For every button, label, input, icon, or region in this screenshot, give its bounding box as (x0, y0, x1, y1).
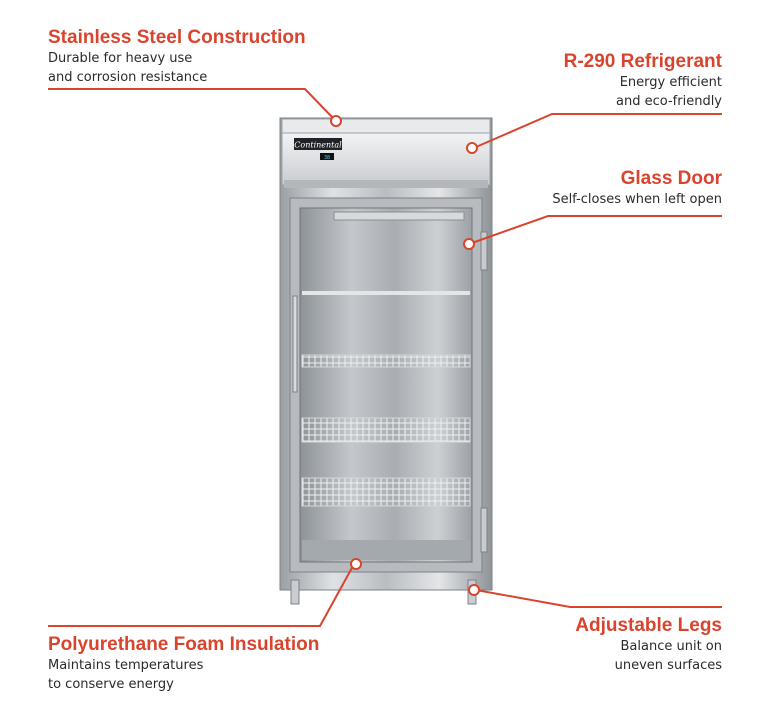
callout-title: Polyurethane Foam Insulation (48, 634, 320, 655)
wire-shelf (301, 417, 471, 443)
callout-refrigerant: R-290 Refrigerant Energy efficient and e… (564, 51, 722, 111)
door-hinge (480, 231, 488, 271)
callout-desc: to conserve energy (48, 677, 174, 692)
marker-steel (330, 115, 342, 127)
callout-lines (48, 88, 722, 627)
marker-legs (468, 584, 480, 596)
callout-foam-insulation: Polyurethane Foam Insulation Maintains t… (48, 634, 319, 694)
callout-title: Glass Door (620, 168, 722, 189)
callout-adjustable-legs: Adjustable Legs Balance unit on uneven s… (575, 615, 722, 675)
wire-shelf (302, 291, 470, 295)
brand-label: Continental (294, 141, 342, 150)
callout-glass-door: Glass Door Self-closes when left open (552, 168, 722, 209)
callout-desc: and corrosion resistance (48, 70, 208, 85)
marker-foam (350, 558, 362, 570)
wire-shelf (301, 477, 471, 507)
wire-shelf (301, 354, 471, 368)
door-handle (292, 295, 298, 393)
callout-title: R-290 Refrigerant (563, 51, 722, 72)
callout-desc: Maintains temperatures (48, 658, 204, 673)
callout-desc: Durable for heavy use (48, 51, 193, 66)
callout-desc: Balance unit on (620, 639, 723, 654)
door-hinge (480, 507, 488, 553)
callout-title: Stainless Steel Construction (48, 27, 306, 48)
callout-desc: Energy efficient (619, 75, 722, 90)
callout-steel-construction: Stainless Steel Construction Durable for… (48, 27, 306, 87)
glass-door (289, 197, 488, 573)
marker-glass-door (463, 238, 475, 250)
callout-desc: and eco-friendly (616, 94, 722, 109)
callout-title: Adjustable Legs (575, 615, 722, 636)
marker-refrigerant (466, 142, 478, 154)
callout-desc: uneven surfaces (614, 658, 722, 673)
temperature-display: 38 (324, 155, 330, 161)
callout-desc: Self-closes when left open (552, 192, 722, 207)
